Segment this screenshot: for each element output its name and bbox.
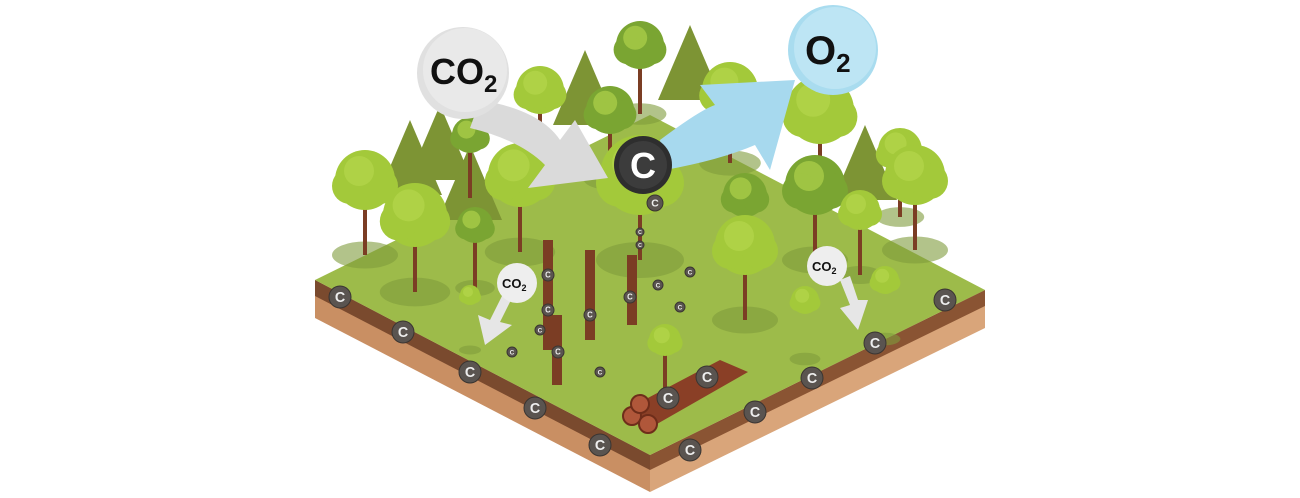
- conifer-tree: [408, 105, 472, 180]
- carbon-badge-label: C: [627, 293, 633, 302]
- carbon-badge: C: [551, 345, 565, 359]
- deciduous-tree: [332, 150, 398, 255]
- carbon-badge: C: [523, 396, 547, 420]
- carbon-badge-label: C: [688, 269, 693, 276]
- carbon-badge: C: [594, 366, 606, 378]
- carbon-badge-label: C: [638, 230, 642, 236]
- carbon-badge-label: C: [510, 349, 515, 356]
- deciduous-tree: [882, 145, 948, 250]
- co2-right-label: CO: [812, 259, 832, 274]
- carbon-badge: C: [652, 279, 664, 291]
- deciduous-tree: [789, 286, 821, 314]
- tree-shadow: [789, 352, 821, 366]
- carbon-badge-label: C: [750, 405, 760, 421]
- carbon-badge: C: [534, 324, 546, 336]
- carbon-label: C: [630, 145, 656, 186]
- carbon-main-badge: C: [614, 136, 672, 194]
- carbon-badge: C: [391, 320, 415, 344]
- trees: [332, 21, 948, 401]
- carbon-badge: C: [863, 331, 887, 355]
- deciduous-tree: [838, 190, 882, 275]
- co2-arrow: [470, 100, 608, 188]
- carbon-badge: C: [695, 365, 719, 389]
- carbon-badge-label: C: [685, 443, 695, 459]
- svg-text:CO2: CO2: [430, 51, 497, 98]
- co2-small-arrow-left: [478, 290, 515, 345]
- carbon-badge-label: C: [538, 327, 543, 334]
- carbon-badge: C: [800, 366, 824, 390]
- carbon-badge: C: [541, 303, 555, 317]
- carbon-badge: C: [933, 288, 957, 312]
- carbon-badge-label: C: [465, 365, 475, 381]
- carbon-badge-label: C: [656, 282, 661, 289]
- carbon-badge: C: [674, 301, 686, 313]
- deciduous-tree: [583, 86, 637, 179]
- carbon-badge: C: [623, 290, 637, 304]
- carbon-badge: C: [458, 360, 482, 384]
- carbon-badge-label: C: [807, 371, 817, 387]
- tree-shadow: [459, 345, 481, 355]
- co2-small-bubble-right: CO2: [807, 246, 847, 286]
- o2-bubble: O2: [788, 5, 878, 95]
- co2-bubble: CO2: [417, 27, 509, 119]
- carbon-badge-label: C: [595, 438, 605, 454]
- carbon-badge-label: C: [398, 325, 408, 341]
- carbon-badge-label: C: [651, 199, 659, 210]
- deciduous-tree: [455, 207, 495, 288]
- deciduous-tree: [720, 173, 770, 262]
- carbon-badge-label: C: [870, 336, 880, 352]
- deciduous-tree: [459, 285, 481, 305]
- conifer-tree: [833, 125, 897, 200]
- carbon-badge-label: C: [335, 290, 345, 306]
- carbon-badge-label: C: [702, 370, 712, 386]
- carbon-badge: C: [684, 266, 696, 278]
- deciduous-tree: [613, 21, 667, 114]
- carbon-badge-label: C: [598, 369, 603, 376]
- carbon-badge: C: [328, 285, 352, 309]
- carbon-badge-label: C: [638, 243, 642, 249]
- carbon-badge: C: [635, 227, 645, 237]
- carbon-badge-label: C: [678, 304, 683, 311]
- deciduous-tree: [712, 215, 778, 320]
- svg-text:CO2: CO2: [502, 276, 527, 293]
- dead-tree-trunk: [543, 240, 553, 350]
- carbon-badge: C: [506, 346, 518, 358]
- co2-small-arrow-right: [840, 276, 868, 330]
- carbon-badge-label: C: [555, 348, 561, 357]
- carbon-badge-label: C: [663, 391, 673, 407]
- co2-label: CO: [430, 51, 484, 92]
- co2-left-label: CO: [502, 276, 522, 291]
- carbon-badge: C: [743, 400, 767, 424]
- deciduous-tree: [513, 66, 567, 159]
- deciduous-tree: [782, 155, 848, 260]
- svg-text:O2: O2: [805, 29, 851, 78]
- deciduous-tree: [379, 183, 451, 292]
- deciduous-tree: [869, 266, 901, 294]
- carbon-badge: C: [583, 308, 597, 322]
- dead-tree-trunk: [585, 250, 595, 340]
- carbon-badge-label: C: [545, 306, 551, 315]
- carbon-badge-label: C: [940, 293, 950, 309]
- carbon-badge: C: [541, 268, 555, 282]
- dead-tree-trunk: [627, 255, 637, 325]
- carbon-badge-label: C: [587, 311, 593, 320]
- o2-label: O: [805, 29, 836, 73]
- deciduous-tree: [647, 324, 683, 401]
- carbon-badge-label: C: [530, 401, 540, 417]
- carbon-badges: C C C C C C C C C C C C C C C C C C C C C C C C C C: [328, 194, 957, 462]
- o2-arrow: [660, 80, 795, 170]
- carbon-badge: C: [635, 240, 645, 250]
- carbon-badge: C: [656, 386, 680, 410]
- carbon-badge: C: [646, 194, 664, 212]
- carbon-badge: C: [588, 433, 612, 457]
- carbon-badge: C: [678, 438, 702, 462]
- carbon-badge-label: C: [545, 271, 551, 280]
- co2-small-bubble-left: CO2: [497, 263, 537, 303]
- svg-text:CO2: CO2: [812, 259, 837, 276]
